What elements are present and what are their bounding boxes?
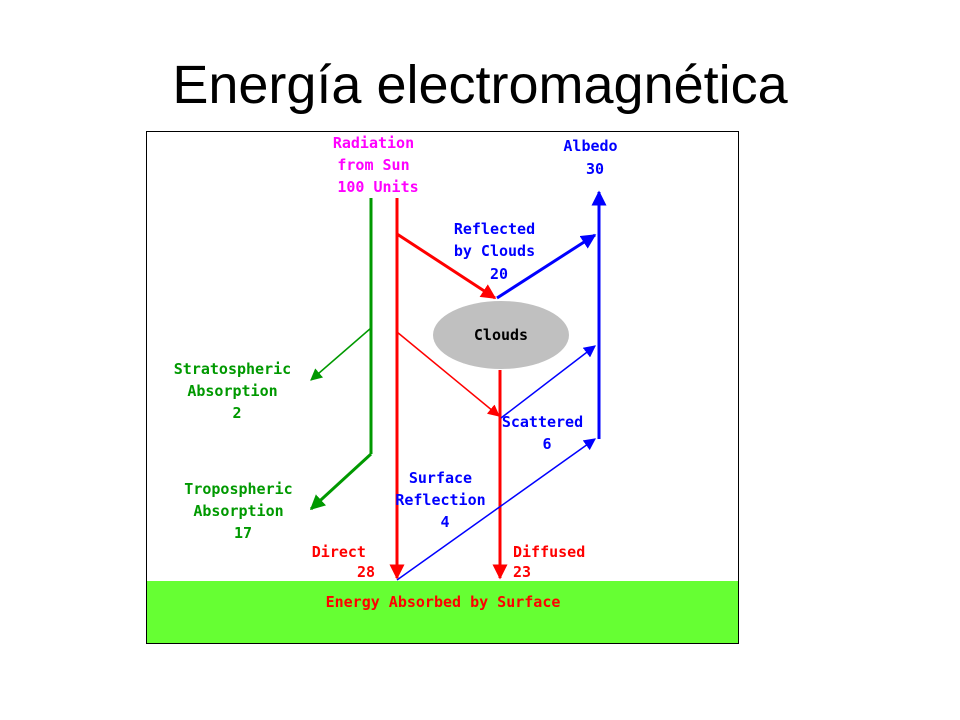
tropospheric-label: Tropospheric Absorption 17 [184, 480, 301, 542]
tropospheric-arrow [309, 452, 373, 511]
surface-band [147, 581, 738, 643]
diffused-label: Diffused 23 [513, 543, 594, 581]
clouds-shape [433, 301, 569, 369]
surface-reflection-arrow [396, 438, 596, 581]
energy-balance-diagram: Clouds Radiation from Sun 100 Units Albe… [146, 131, 739, 644]
direct-label: Direct 28 [312, 543, 375, 581]
stratospheric-arrow [310, 327, 372, 381]
reflected-clouds-arrow [496, 233, 597, 300]
albedo-label: Albedo 30 [563, 137, 626, 178]
to-clouds-arrow [396, 232, 497, 300]
to-scattered-arrow [396, 331, 500, 417]
scattered-up-arrow [500, 345, 596, 419]
surface-reflection-label: Surface Reflection 4 [395, 469, 494, 531]
scattered-label: Scattered 6 [502, 413, 592, 453]
clouds-label: Clouds [474, 326, 528, 344]
surface-label: Energy Absorbed by Surface [326, 593, 561, 611]
slide-title: Energía electromagnética [172, 55, 788, 115]
reflected-by-clouds-label: Reflected by Clouds 20 [454, 220, 544, 283]
radiation-label: Radiation from Sun 100 Units [333, 134, 423, 196]
stratospheric-label: Stratospheric Absorption 2 [174, 360, 300, 422]
